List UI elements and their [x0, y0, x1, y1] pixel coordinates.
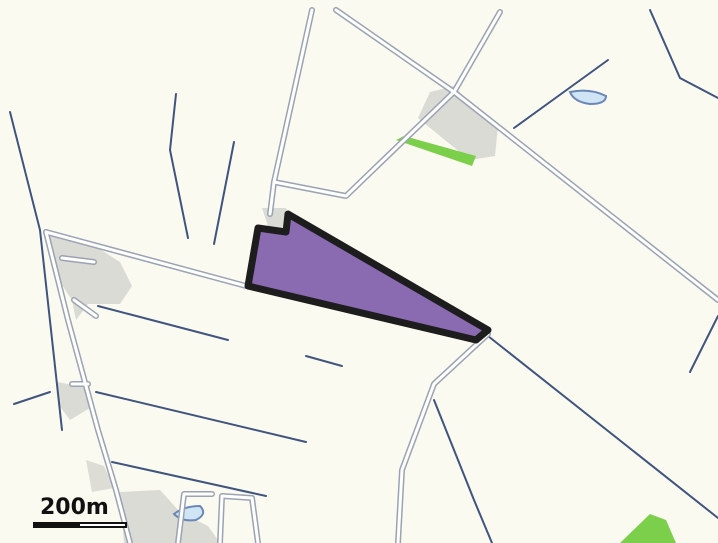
- scale-bar-line: [33, 522, 127, 528]
- stream-13: [487, 335, 718, 519]
- road-core-south-loop-1: [176, 492, 214, 543]
- green-spaces: [396, 136, 676, 543]
- road-core-west-stub-1: [60, 256, 96, 264]
- stream-1: [9, 111, 63, 431]
- streams: [9, 9, 718, 543]
- stream-8: [13, 391, 51, 405]
- stream-5: [513, 59, 609, 129]
- road-core-west-link: [44, 230, 248, 288]
- stream-4: [649, 9, 718, 99]
- road-core-south-branch: [396, 332, 490, 543]
- stream-2: [168, 93, 189, 239]
- stream-9: [95, 391, 307, 443]
- scale-bar-label: 200m: [40, 495, 109, 520]
- built-area-southwest-2: [86, 460, 114, 492]
- built-area-southwest: [58, 382, 90, 420]
- pond-northeast: [568, 89, 608, 106]
- built-area-south: [120, 490, 220, 543]
- stream-6: [97, 305, 229, 341]
- road-core-south-loop-2: [218, 494, 260, 543]
- road-core-vertical-center: [268, 8, 314, 216]
- stream-7: [305, 355, 343, 367]
- stream-3: [213, 141, 235, 245]
- road-core-north-branch: [272, 10, 502, 198]
- stream-10: [111, 461, 267, 497]
- road-south-branch: [395, 331, 491, 543]
- stream-11: [433, 399, 493, 543]
- roads-core: [44, 8, 718, 543]
- green-field-southeast: [620, 514, 676, 543]
- scale-bar: 200m: [28, 496, 128, 536]
- stream-12: [689, 315, 718, 373]
- site-boundary-parcel[interactable]: [244, 210, 492, 344]
- road-core-diagonal-main: [334, 8, 718, 302]
- green-strip-north: [396, 136, 476, 166]
- road-core-west-stub-2: [72, 298, 98, 318]
- road-core-west-main: [44, 230, 132, 543]
